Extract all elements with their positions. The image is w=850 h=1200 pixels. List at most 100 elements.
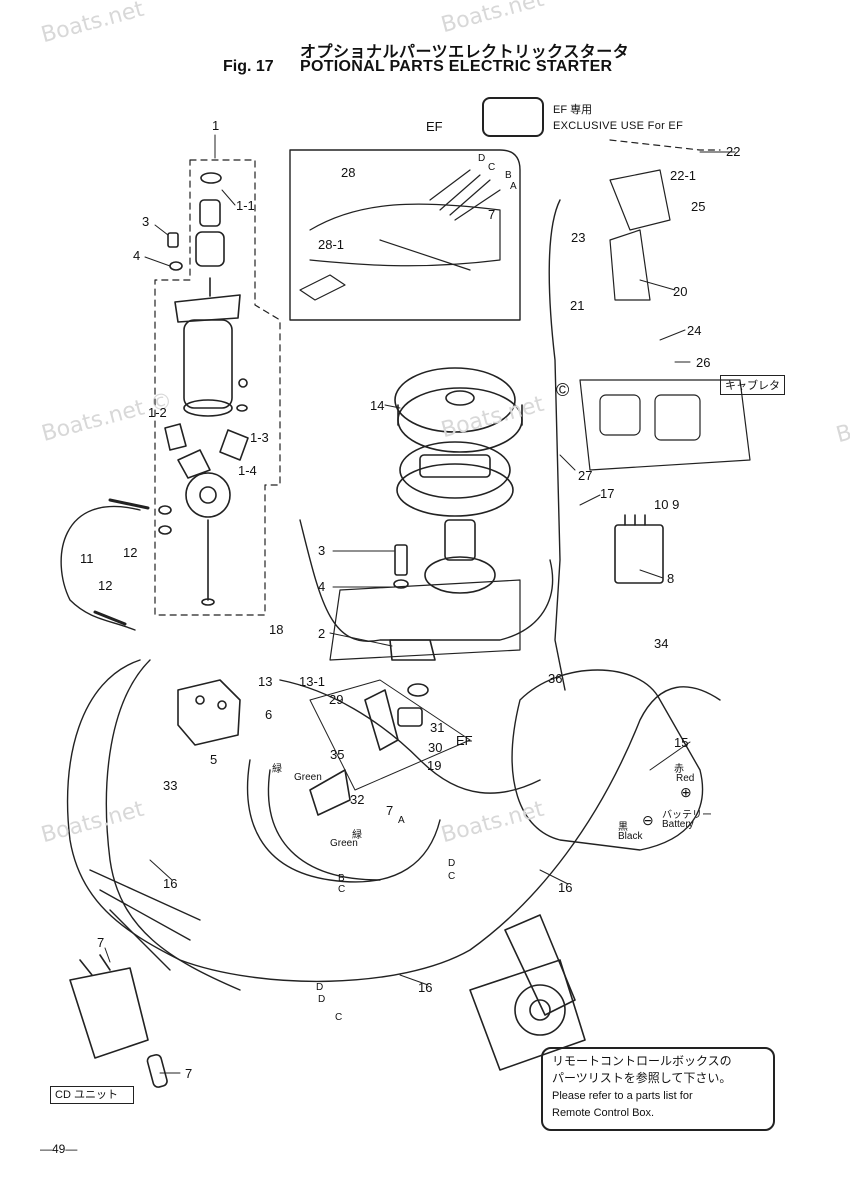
- callout-3: 3: [142, 214, 150, 229]
- callout-25: 25: [691, 199, 706, 214]
- bracket-dashed-outline: [609, 139, 721, 151]
- callout-23: 23: [571, 230, 586, 245]
- wire-letter-c: C: [335, 1012, 343, 1023]
- callout-19: 19: [427, 758, 442, 773]
- callout-16: 16: [558, 880, 573, 895]
- wire-letter-a: A: [510, 181, 517, 192]
- callout-1-3: 1-3: [250, 430, 269, 445]
- callout-13: 13: [258, 674, 273, 689]
- callout-27: 27: [578, 468, 593, 483]
- callout-ef-mid: EF: [456, 733, 473, 748]
- callout-26: 26: [696, 355, 711, 370]
- cable-27: [548, 199, 566, 691]
- page-number: —49—: [40, 1142, 78, 1156]
- callout-21: 21: [570, 298, 585, 313]
- wire-letter-c: C: [338, 884, 346, 895]
- wire-letter-c: C: [488, 162, 496, 173]
- cd-unit-art: [69, 967, 149, 1059]
- tank-outline: [511, 669, 704, 851]
- carburetor-label: キャブレタ: [720, 375, 785, 395]
- cd-unit-label: CD ユニット: [50, 1086, 134, 1104]
- leader-lines: [104, 134, 736, 1074]
- battery-label-jp: バッテリー: [662, 810, 712, 821]
- plus-symbol: ⊕: [680, 784, 692, 800]
- wire-11: [60, 505, 141, 631]
- callout-4: 4: [133, 248, 141, 263]
- wire-label-black-jp: 黒: [618, 822, 628, 833]
- flywheel-art: [394, 367, 523, 453]
- starter-motor-art: [158, 172, 249, 606]
- callout-10-9: 10 9: [654, 497, 680, 512]
- callout-33: 33: [163, 778, 178, 793]
- callout-16: 16: [163, 876, 178, 891]
- callout-16: 16: [418, 980, 433, 995]
- wire-label-green-jp: 緑: [352, 830, 362, 841]
- battery-label-en: Battery: [662, 819, 694, 830]
- callout-14: 14: [370, 398, 385, 413]
- callout-24: 24: [687, 323, 702, 338]
- wire-label-green-en: Green: [330, 838, 358, 849]
- ef-legend-jp: EF 専用: [553, 104, 593, 116]
- callout-7: 7: [386, 803, 394, 818]
- wire-letter-b: B: [505, 170, 512, 181]
- note-jp-line1: リモートコントロールボックスの: [552, 1054, 732, 1068]
- title-english: POTIONAL PARTS ELECTRIC STARTER: [300, 58, 613, 75]
- wire-letter-c: C: [448, 871, 456, 882]
- wire-letter-d: D: [318, 994, 326, 1005]
- callout-5: 5: [210, 752, 218, 767]
- carburetor-art: [579, 169, 751, 471]
- callout-12: 12: [123, 545, 138, 560]
- ef-legend-en: EXCLUSIVE USE For EF: [553, 120, 684, 132]
- figure-number: Fig. 17: [223, 58, 274, 75]
- wire-letter-d: D: [448, 858, 456, 869]
- callout-7: 7: [488, 207, 496, 222]
- callout-1-2: 1-2: [148, 405, 167, 420]
- wire-letter-a: A: [398, 815, 405, 826]
- callout-3: 3: [318, 543, 326, 558]
- callout-2: 2: [318, 626, 326, 641]
- remote-control-note-box: [541, 1047, 775, 1131]
- callout-6: 6: [265, 707, 273, 722]
- engine-block-outline: [299, 519, 554, 642]
- stator-art: [396, 441, 514, 594]
- ef-inset-art: [299, 169, 501, 301]
- callout-7: 7: [97, 935, 105, 950]
- callout-17: 17: [600, 486, 615, 501]
- wire-letter-d: D: [478, 153, 486, 164]
- callout-34: 34: [654, 636, 669, 651]
- rectifier-art: [614, 524, 664, 584]
- callout-22: 22: [726, 144, 741, 159]
- callout-28-1: 28-1: [318, 237, 345, 252]
- callout-35: 35: [330, 747, 345, 762]
- note-en-line1: Please refer to a parts list for: [552, 1090, 693, 1102]
- callout-12: 12: [98, 578, 113, 593]
- wire-label-green-en: Green: [294, 772, 322, 783]
- callout-36: 36: [548, 671, 563, 686]
- callout-28: 28: [341, 165, 356, 180]
- callout-15: 15: [674, 735, 689, 750]
- callout-ef-top: EF: [426, 119, 443, 134]
- callout-20: 20: [673, 284, 688, 299]
- callout-7: 7: [185, 1066, 193, 1081]
- wire-label-red-jp: 赤: [674, 764, 684, 775]
- title-japanese: オプショナルパーツエレクトリックスタータ: [300, 44, 630, 61]
- ef-legend-box: [482, 97, 544, 137]
- callout-11: 11: [80, 551, 94, 566]
- remote-control-box-art: [469, 914, 586, 1071]
- minus-symbol: ⊖: [642, 812, 654, 828]
- starter-relay-art: [177, 679, 241, 746]
- callout-8: 8: [667, 571, 675, 586]
- callout-1: 1: [212, 118, 220, 133]
- wire-letter-b: B: [338, 873, 345, 884]
- callout-1-4: 1-4: [238, 463, 257, 478]
- callout-4: 4: [318, 579, 326, 594]
- copyright-mark: ©: [556, 380, 570, 400]
- callout-13-1: 13-1: [299, 674, 326, 689]
- starter-group-dashed-outline: [154, 159, 281, 616]
- wire-label-black-en: Black: [618, 831, 643, 842]
- callout-32: 32: [350, 792, 365, 807]
- harness-main: [66, 659, 721, 983]
- wire-label-red-en: Red: [676, 773, 695, 784]
- callout-22-1: 22-1: [670, 168, 697, 183]
